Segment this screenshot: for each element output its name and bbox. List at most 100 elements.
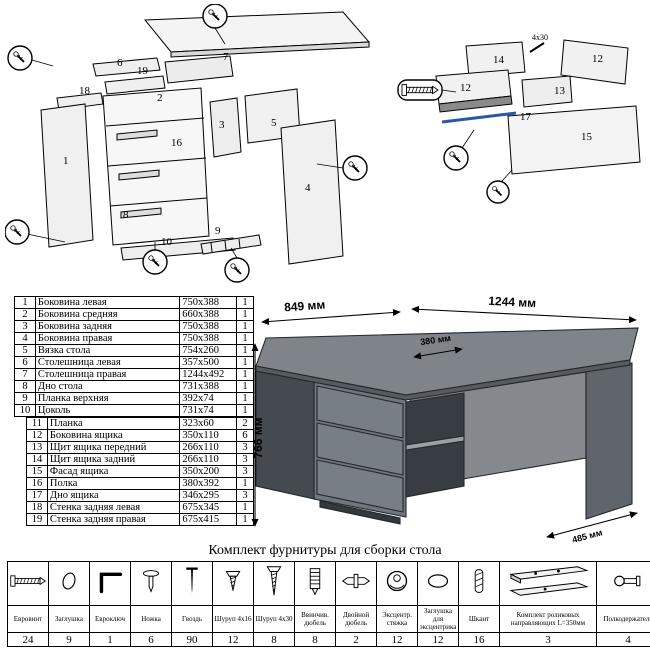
diagram-part-label: 3 (219, 119, 225, 131)
part-number: 11 (26, 417, 48, 430)
rails-icon (504, 562, 592, 600)
cabinet-frame (102, 87, 210, 246)
hardware-item-name: Евроключ (89, 604, 131, 634)
hardware-item-cell (458, 561, 500, 606)
desk-body (255, 327, 639, 525)
part-name: Боковина ящика (46, 429, 181, 442)
diagram-part-label: 12 (592, 53, 603, 65)
hardware-item-cell (335, 561, 377, 606)
hardware-item-cell (212, 561, 254, 606)
diagram-part-label: 8 (123, 209, 129, 221)
dvoinoy-icon (337, 562, 375, 600)
diagram-part-label: 9 (215, 225, 221, 237)
diagram-part-label: 19 (137, 65, 149, 77)
hardware-item-name: Двойной дюбель (335, 604, 377, 634)
hardware-item-qty: 1 (89, 632, 131, 648)
part-name: Дно ящика (46, 489, 181, 502)
dim-arrow-1244 (411, 305, 637, 324)
hardware-item-qty: 4 (596, 632, 650, 648)
drawer-back-panel (465, 41, 526, 78)
drawer-guide-rail (441, 111, 517, 124)
part-name: Боковина левая (34, 296, 181, 309)
ekscentrik-icon (378, 562, 416, 600)
hardware-item-qty: 2 (335, 632, 377, 648)
part-name: Боковина задняя (34, 320, 181, 333)
hardware-item-name: Заглушка (48, 604, 90, 634)
part-name: Стенка задняя правая (46, 513, 181, 526)
shkant-icon (460, 562, 498, 600)
drawer-side-panel (560, 39, 629, 85)
zaglushka-icon (50, 562, 88, 600)
hardware-item-qty: 16 (458, 632, 500, 648)
hardware-item-cell (417, 561, 459, 606)
evroklyuch-icon (91, 562, 129, 600)
part-name: Щит ящика передний (46, 441, 181, 454)
panel-middle (164, 55, 234, 84)
part-size: 350x110 (179, 429, 238, 442)
part-name: Стенка задняя левая (46, 501, 181, 514)
part-number: 6 (14, 356, 36, 369)
part-name: Планка верхняя (34, 392, 181, 405)
hardware-item-cell (499, 561, 597, 606)
hardware-item-qty: 90 (171, 632, 213, 648)
dim-label-1244: 1244 мм (488, 296, 537, 310)
panel-top-strip (200, 234, 262, 255)
part-size: 357x500 (179, 356, 238, 369)
part-size: 392x74 (179, 392, 238, 405)
hardware-item-cell (253, 561, 295, 606)
part-size: 750x388 (179, 320, 238, 333)
hardware-item-cell (48, 561, 90, 606)
panel-side-right (280, 119, 344, 265)
diagram-part-label: 15 (581, 131, 593, 143)
dim-label-380: 380 мм (420, 333, 452, 347)
hardware-item-qty: 6 (130, 632, 172, 648)
part-size: 350x200 (179, 465, 238, 478)
polkoderzh-icon (609, 562, 647, 600)
drawer-front-2 (316, 422, 404, 476)
hardware-item-qty: 12 (376, 632, 418, 648)
diagram-part-label: 1 (63, 155, 69, 167)
part-qty: 1 (236, 513, 254, 526)
hardware-item-qty: 9 (48, 632, 90, 648)
panel-back-strip (104, 75, 166, 95)
eurovint-icon (9, 562, 47, 600)
hardware-item-name: Шуруп 4x16 (212, 604, 254, 634)
dim-arrow-485 (546, 511, 638, 539)
part-size: 380x392 (179, 477, 238, 490)
part-name: Планка (46, 417, 181, 430)
part-number: 14 (26, 453, 48, 466)
part-name: Боковина правая (34, 332, 181, 345)
diagram-part-label: 16 (171, 137, 183, 149)
part-number: 8 (14, 380, 36, 393)
part-number: 13 (26, 441, 48, 454)
part-size: 1244x492 (179, 368, 238, 381)
part-name: Дно стола (34, 380, 181, 393)
hardware-item-qty: 12 (212, 632, 254, 648)
zagl-eks-icon (419, 562, 457, 600)
hardware-item-qty: 24 (7, 632, 49, 648)
part-size: 660x388 (179, 308, 238, 321)
part-size: 750x388 (179, 332, 238, 345)
drawer-front-shield (521, 75, 573, 108)
diagram-part-label: 14 (493, 54, 505, 66)
gvozd-icon (173, 562, 211, 600)
hardware-item-qty: 8 (294, 632, 336, 648)
part-number: 5 (14, 344, 36, 357)
hardware-item-name: Ввинчив. дюбель (294, 604, 336, 634)
dimension-arrows (251, 305, 638, 539)
diagram-part-label: 17 (520, 111, 532, 123)
hardware-item-qty: 8 (253, 632, 295, 648)
